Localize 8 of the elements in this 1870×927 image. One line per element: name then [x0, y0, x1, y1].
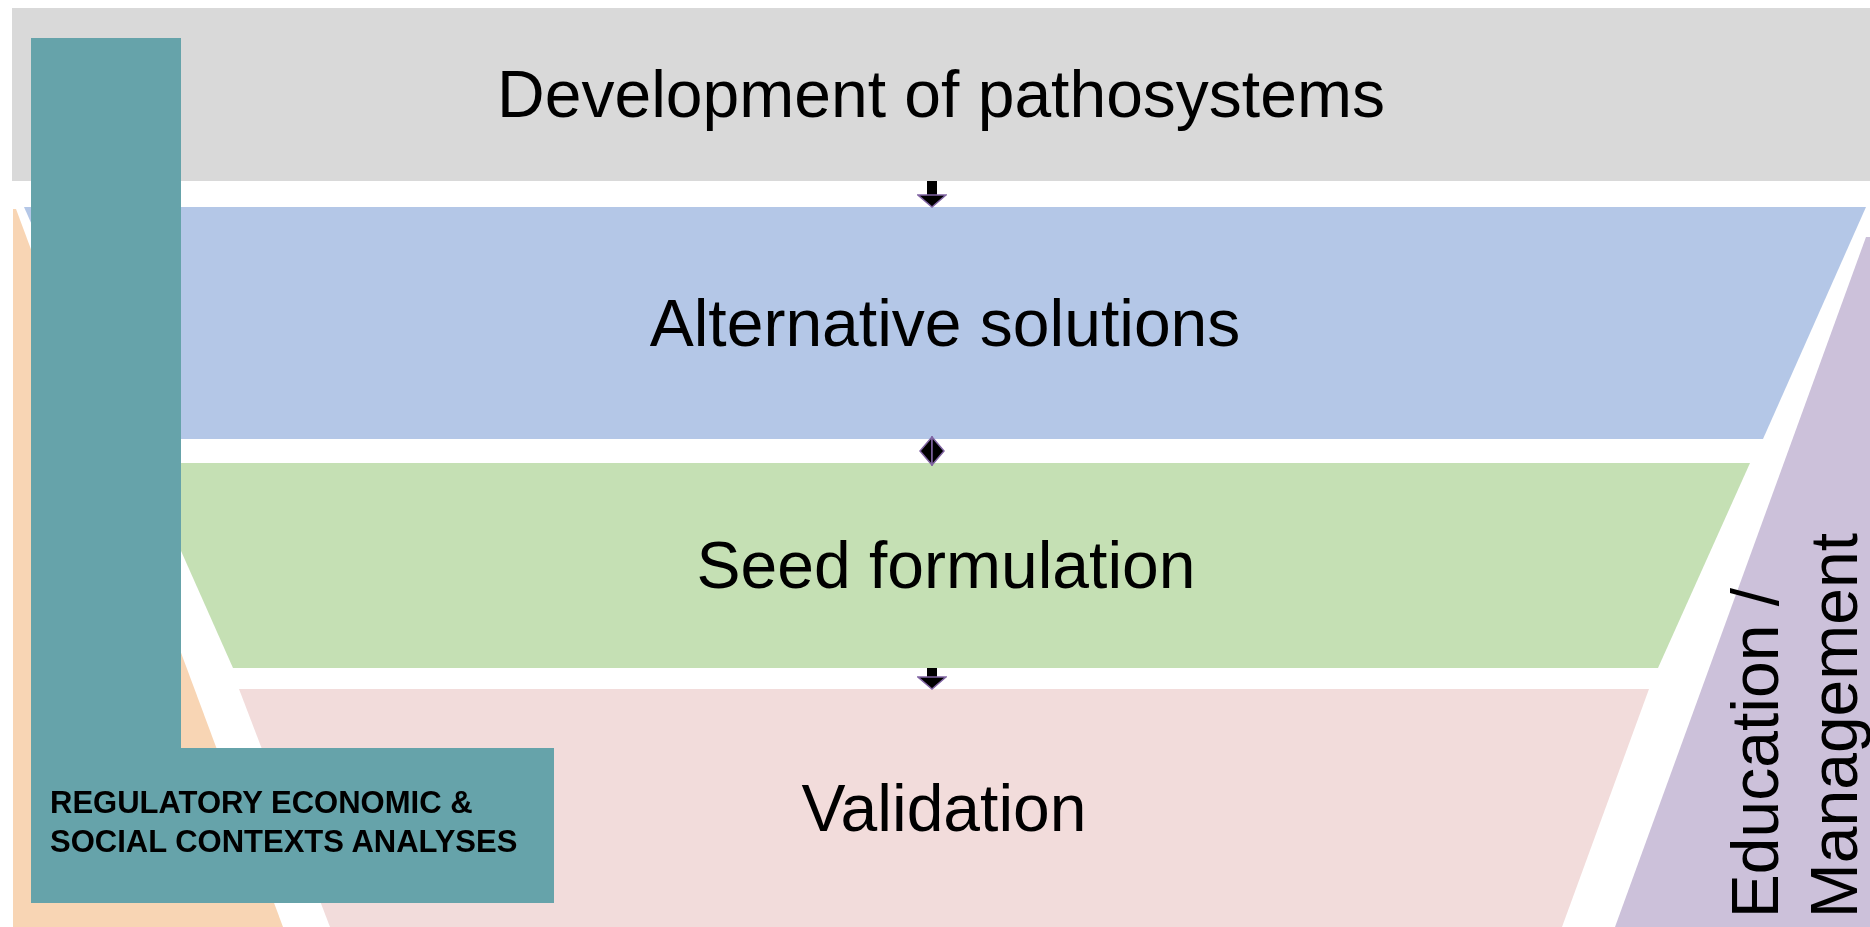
- block-arrow: [919, 436, 945, 466]
- stage-label: Development of pathosystems: [497, 56, 1385, 134]
- stage-label: Alternative solutions: [649, 284, 1241, 362]
- stage-label: Seed formulation: [696, 527, 1196, 605]
- block-arrow: [917, 181, 947, 208]
- block-arrow: [917, 668, 947, 690]
- context-label: REGULATORY ECONOMIC & SOCIAL CONTEXTS ANALYSES: [50, 784, 519, 861]
- stage-label: Validation: [801, 769, 1087, 847]
